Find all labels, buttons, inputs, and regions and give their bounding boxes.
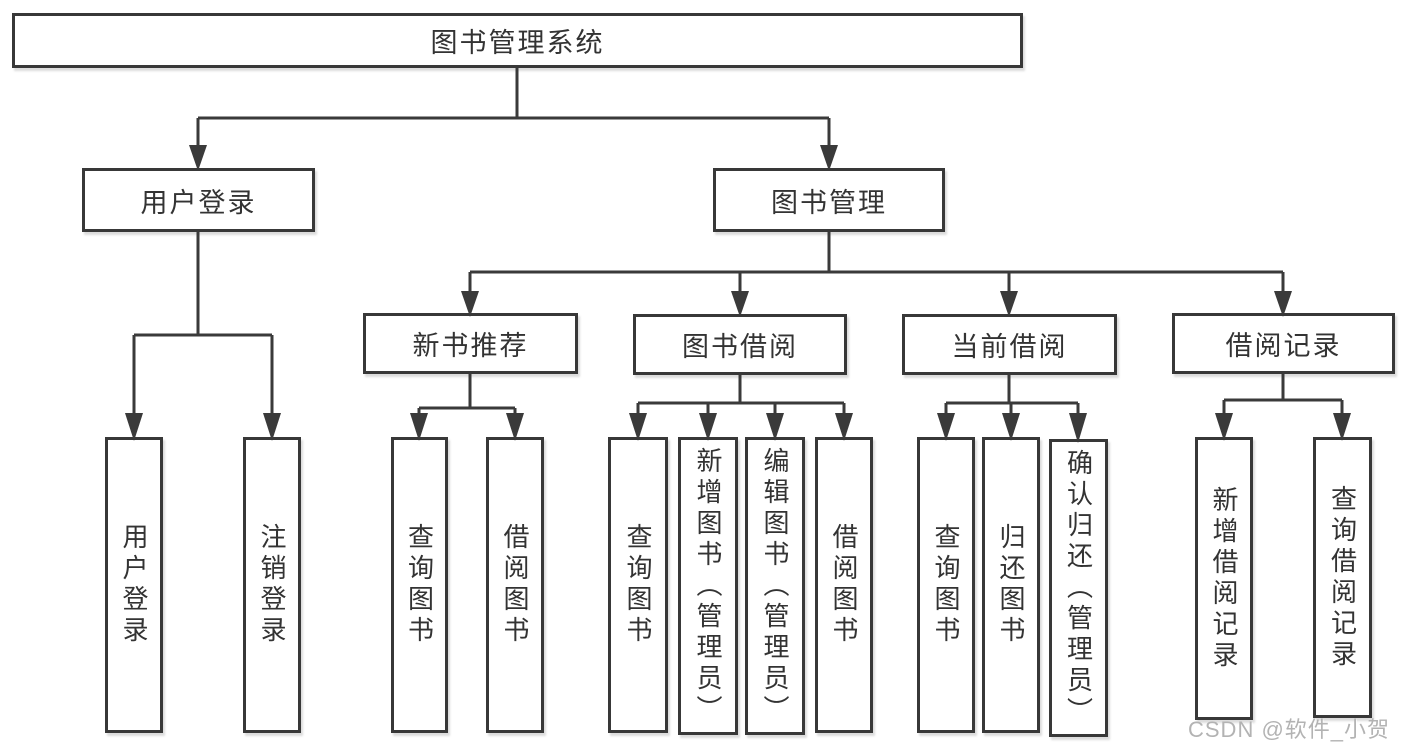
- node-user-login-label: 用户登录: [140, 187, 257, 218]
- node-root: 图书管理系统: [12, 13, 1023, 68]
- node-new-book-recommend: 新书推荐: [363, 313, 578, 374]
- connector-root-level2: [196, 68, 831, 146]
- leaf-current-return-label: 归还图书: [996, 523, 1026, 647]
- leaf-logout-label: 注销登录: [257, 523, 287, 647]
- leaf-borrow-query: 查询图书: [608, 437, 668, 733]
- node-book-borrow-label: 图书借阅: [682, 332, 798, 362]
- leaf-logout: 注销登录: [243, 437, 301, 733]
- connector-bookmgmt-level3: [468, 232, 1285, 292]
- leaf-borrow-borrow: 借阅图书: [815, 437, 873, 733]
- node-user-login: 用户登录: [82, 168, 315, 232]
- leaf-records-add-label: 新增借阅记录: [1209, 485, 1239, 672]
- connector-userlogin-leaves: [132, 232, 274, 413]
- node-current-borrow: 当前借阅: [902, 314, 1117, 375]
- node-book-management-label: 图书管理: [771, 187, 887, 218]
- leaf-user-login-label: 用户登录: [119, 523, 149, 647]
- leaf-current-query-label: 查询图书: [931, 523, 961, 647]
- leaf-current-confirm-admin-label: 确认归还（管理员）: [1063, 448, 1094, 728]
- node-borrow-records: 借阅记录: [1172, 313, 1395, 374]
- leaf-current-query: 查询图书: [917, 437, 975, 733]
- connector-bookborrow-leaves: [636, 375, 846, 413]
- node-current-borrow-label: 当前借阅: [951, 332, 1068, 362]
- leaf-new-books-query-label: 查询图书: [404, 523, 435, 647]
- leaf-borrow-borrow-label: 借阅图书: [829, 523, 859, 647]
- connector-currentborrow-leaves: [944, 375, 1080, 413]
- leaf-new-books-query: 查询图书: [391, 437, 448, 733]
- leaf-borrow-query-label: 查询图书: [623, 523, 653, 647]
- node-new-book-recommend-label: 新书推荐: [412, 331, 529, 361]
- leaf-user-login: 用户登录: [105, 437, 163, 733]
- connector-records-leaves: [1222, 374, 1344, 413]
- leaf-records-add: 新增借阅记录: [1195, 437, 1253, 720]
- leaf-records-query-label: 查询借阅记录: [1327, 484, 1358, 671]
- leaf-new-books-borrow: 借阅图书: [486, 437, 544, 733]
- leaf-borrow-edit-admin-label: 编辑图书（管理员）: [760, 446, 790, 726]
- leaf-borrow-add-admin-label: 新增图书（管理员）: [693, 446, 723, 726]
- leaf-current-confirm-admin: 确认归还（管理员）: [1049, 439, 1108, 737]
- leaf-new-books-borrow-label: 借阅图书: [500, 523, 530, 647]
- watermark: CSDN @软件_小贺同学: [1188, 717, 1391, 742]
- leaf-borrow-add-admin: 新增图书（管理员）: [678, 437, 738, 735]
- connector-newbooks-leaves: [417, 374, 517, 413]
- node-book-borrow: 图书借阅: [633, 314, 847, 375]
- node-book-management: 图书管理: [713, 168, 945, 232]
- leaf-records-query: 查询借阅记录: [1313, 437, 1372, 718]
- node-borrow-records-label: 借阅记录: [1225, 331, 1342, 361]
- leaf-current-return: 归还图书: [982, 437, 1040, 733]
- node-root-label: 图书管理系统: [430, 28, 605, 58]
- leaf-borrow-edit-admin: 编辑图书（管理员）: [745, 437, 805, 735]
